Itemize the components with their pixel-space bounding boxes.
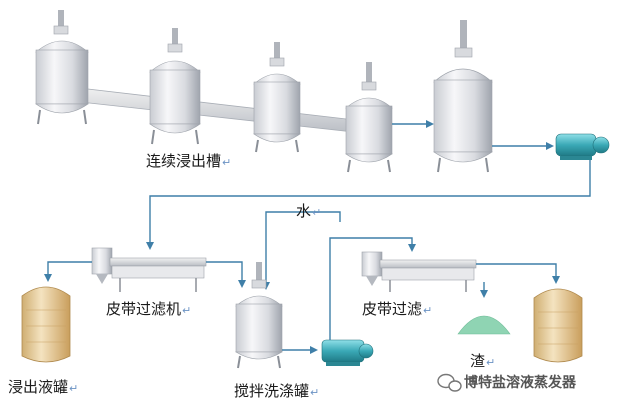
pipe-belt-filter-1-stir-tank — [206, 261, 246, 288]
label-continuous-leach-tank: 连续浸出槽↵ — [146, 152, 232, 170]
pipe-belt-filter-1-leachate-tank — [44, 261, 92, 282]
label-belt-filter-1: 皮带过滤机↵ — [106, 300, 192, 318]
pump-1 — [555, 133, 610, 160]
belt-filter-2 — [361, 251, 477, 292]
leach-tank-5 — [433, 20, 493, 173]
water-line — [262, 211, 341, 290]
leach-tank-4 — [345, 62, 393, 173]
watermark-text: 博特盐溶液蒸发器 — [464, 375, 576, 391]
label-leachate-tank: 浸出液罐↵ — [8, 378, 79, 396]
label-residue: 渣↵ — [470, 352, 496, 370]
overflow-chute — [61, 85, 373, 135]
pump-2 — [321, 339, 374, 366]
leach-tank-1 — [35, 10, 89, 125]
pipe-pump-2-belt-filter-2 — [329, 237, 416, 340]
belt-filter-1 — [91, 247, 207, 292]
wechat-icon — [437, 373, 462, 392]
residue-pile — [457, 315, 511, 335]
leach-tank-2 — [149, 28, 201, 145]
leachate-tank — [21, 286, 71, 363]
label-stir-wash-tank: 搅拌洗涤罐↵ — [234, 382, 320, 400]
final-tank — [533, 288, 583, 363]
pipe-belt-filter-2-final-tank — [476, 263, 560, 284]
pipe-pump-belt-filter-1 — [146, 160, 591, 250]
label-water: 水↵ — [296, 202, 322, 220]
leach-tank-3 — [253, 42, 301, 153]
stir-wash-tank — [234, 262, 284, 369]
label-belt-filter-2: 皮带过滤↵ — [362, 300, 433, 318]
